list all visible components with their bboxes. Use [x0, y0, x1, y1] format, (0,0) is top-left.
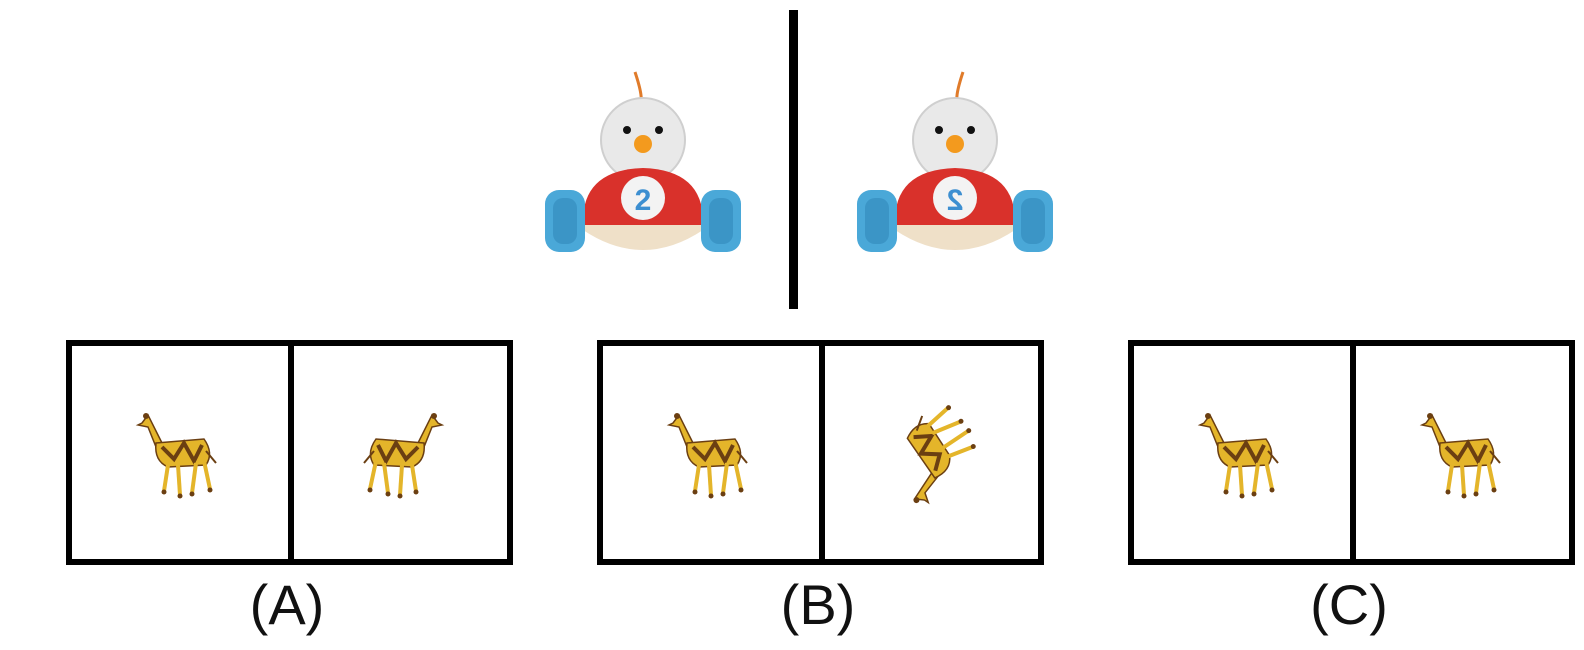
- option-a-left-giraffe: [134, 403, 224, 503]
- toy-car-bird-figure: [543, 60, 743, 270]
- giraffe-figure: [866, 389, 998, 517]
- option-b-divider: [819, 346, 825, 559]
- option-a-box[interactable]: [66, 340, 513, 565]
- giraffe-figure: [134, 403, 224, 503]
- option-b-left-giraffe: [665, 403, 755, 503]
- option-c-box[interactable]: [1128, 340, 1575, 565]
- option-b-label: (B): [780, 573, 856, 636]
- option-c-right-giraffe: [1418, 403, 1508, 503]
- option-a-right-giraffe: [356, 403, 446, 503]
- mirror-divider-line: [789, 10, 798, 309]
- giraffe-figure: [1418, 403, 1508, 503]
- option-b-right-giraffe: [887, 403, 977, 503]
- toy-car-bird-figure: [855, 60, 1055, 270]
- option-c-divider: [1350, 346, 1356, 559]
- option-c-label: (C): [1310, 573, 1388, 636]
- giraffe-figure: [356, 403, 446, 503]
- giraffe-figure: [665, 403, 755, 503]
- giraffe-figure: [1196, 403, 1286, 503]
- option-a-label: (A): [249, 573, 325, 636]
- option-c-left-giraffe: [1196, 403, 1286, 503]
- option-b-box[interactable]: [597, 340, 1044, 565]
- option-a-divider: [288, 346, 294, 559]
- toy-car-bird-figure-left: [543, 60, 743, 270]
- toy-car-bird-figure-right: [855, 60, 1055, 270]
